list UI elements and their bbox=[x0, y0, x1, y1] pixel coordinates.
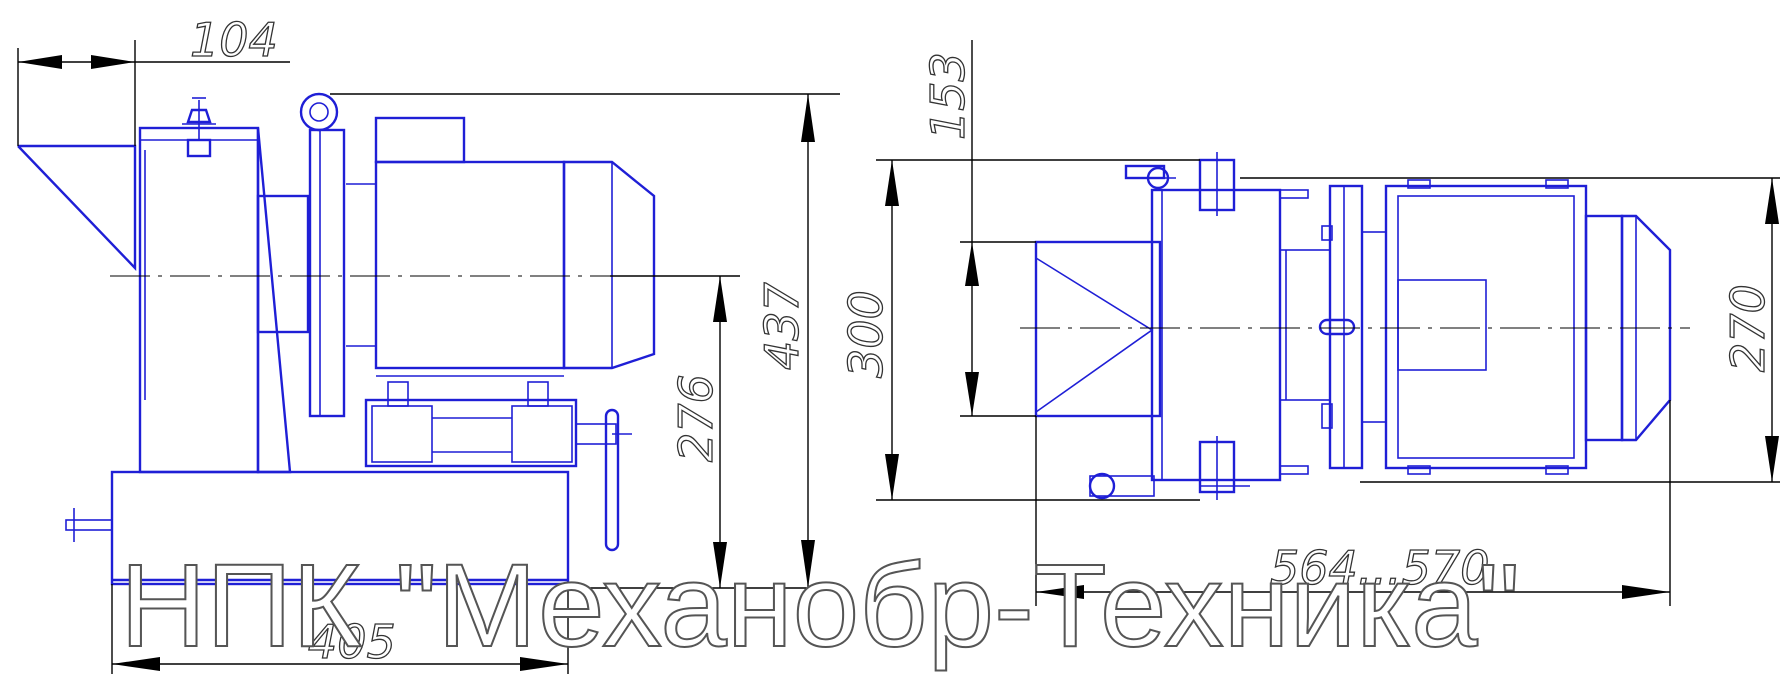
dim-300-label: 300 bbox=[839, 290, 893, 378]
side-view-dimensions bbox=[17, 40, 840, 674]
hopper-top bbox=[1034, 240, 1162, 418]
motor-terminal-box bbox=[374, 116, 466, 164]
crusher-body bbox=[138, 126, 260, 474]
side-view bbox=[17, 92, 656, 586]
coupling-housing bbox=[256, 194, 310, 334]
dim-405-label: 405 bbox=[308, 615, 396, 669]
watermark: НПК "Механобр-Техника" bbox=[120, 540, 1520, 672]
dim-437-label: 437 bbox=[755, 282, 809, 370]
top-bolt bbox=[186, 138, 212, 158]
crusher-housing-top bbox=[1150, 188, 1282, 482]
eye-bolt bbox=[299, 92, 339, 132]
dim-564-570-label: 564...570 bbox=[1270, 541, 1489, 595]
hopper bbox=[17, 144, 137, 271]
slide-unit bbox=[364, 398, 578, 468]
dim-104-label: 104 bbox=[190, 13, 278, 67]
bottom-clamp bbox=[1088, 472, 1116, 500]
pulley-top bbox=[1328, 184, 1364, 470]
dim-276-label: 276 bbox=[669, 374, 723, 462]
motor-body bbox=[374, 160, 566, 370]
top-view bbox=[1034, 152, 1672, 500]
pulley-column bbox=[308, 128, 346, 418]
adjust-handle bbox=[604, 408, 620, 552]
adjust-screw bbox=[575, 423, 617, 445]
shaft-stub bbox=[65, 519, 113, 531]
motor-fan-cover bbox=[562, 160, 656, 370]
top-view-dimensions bbox=[876, 40, 1780, 606]
dim-270-label: 270 bbox=[1721, 284, 1775, 372]
dim-153-label: 153 bbox=[921, 52, 975, 140]
